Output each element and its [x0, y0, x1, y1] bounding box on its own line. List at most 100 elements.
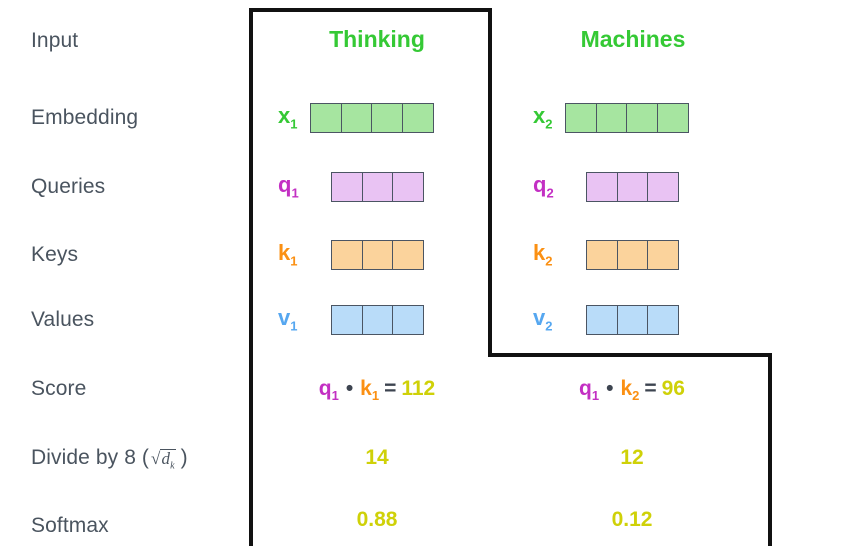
equals-sign: =: [644, 377, 657, 400]
query-group-machines: q2: [533, 170, 679, 204]
query-cell: [392, 172, 424, 202]
value-cell: [647, 305, 679, 335]
embedding-cells-thinking: [310, 103, 434, 133]
embedding-cell: [340, 103, 373, 133]
embedding-cell: [371, 103, 403, 133]
score-k-subscript: 2: [632, 388, 640, 404]
key-group-machines: k2: [533, 238, 679, 272]
embedding-cell: [656, 103, 689, 133]
frame-left-edge: [249, 8, 253, 546]
query-cell: [586, 172, 618, 202]
score-result-value: 96: [661, 377, 685, 400]
softmax-value-machines: 0.12: [611, 508, 653, 531]
score-q-token: q1: [579, 377, 600, 404]
embedding-label-letter: x: [278, 103, 291, 129]
embedding-cell: [310, 103, 342, 133]
dot-product-icon: •: [606, 377, 614, 400]
key-cells-machines: [586, 240, 679, 270]
key-group-thinking: k1: [278, 238, 424, 272]
value-group-thinking: v1: [278, 303, 424, 337]
score-q-letter: q: [318, 377, 332, 400]
query-label-letter: q: [533, 172, 547, 198]
divide-prefix-text: Divide by 8 (: [31, 446, 150, 469]
embedding-cell: [565, 103, 597, 133]
key-cell: [331, 240, 363, 270]
frame-top-edge: [249, 8, 492, 12]
value-label-subscript: 2: [545, 318, 553, 334]
key-label-letter: k: [533, 240, 546, 266]
row-label-softmax: Softmax: [31, 514, 109, 537]
embedding-cells-machines: [565, 103, 689, 133]
key-cell: [616, 240, 649, 270]
value-cell: [586, 305, 618, 335]
embedding-label-x1: x1: [278, 103, 298, 132]
value-label-v1: v1: [278, 305, 298, 334]
row-label-keys: Keys: [31, 243, 79, 266]
row-label-queries: Queries: [31, 175, 106, 198]
radicand-subscript-k: k: [170, 460, 175, 472]
word-header-machines: Machines: [580, 26, 686, 52]
value-label-v2: v2: [533, 305, 553, 334]
value-label-letter: v: [278, 305, 291, 331]
query-label-q2: q2: [533, 172, 554, 201]
value-cell: [392, 305, 424, 335]
embedding-label-subscript: 2: [545, 116, 553, 132]
embedding-label-subscript: 1: [290, 116, 298, 132]
key-cells-thinking: [331, 240, 424, 270]
key-cell: [647, 240, 679, 270]
divided-value-thinking: 14: [365, 446, 389, 469]
row-label-input: Input: [31, 29, 79, 52]
score-k-token: k1: [360, 377, 380, 404]
query-label-subscript: 2: [546, 185, 554, 201]
row-label-divide-by-8: Divide by 8 (√dk): [31, 447, 188, 471]
embedding-group-thinking: x1: [278, 101, 434, 135]
query-cell: [616, 172, 649, 202]
score-expression-thinking: q1•k1=112: [319, 378, 436, 402]
query-label-letter: q: [278, 172, 292, 198]
radical-sign: √: [151, 449, 161, 468]
row-label-embedding: Embedding: [31, 106, 139, 129]
score-k-token: k2: [620, 377, 640, 404]
value-cells-machines: [586, 305, 679, 335]
score-k-letter: k: [360, 377, 372, 400]
sqrt-dk-expression: √dk: [149, 449, 176, 471]
radicand-dk: dk: [160, 449, 176, 472]
key-label-letter: k: [278, 240, 291, 266]
frame-lower-right-edge: [768, 353, 772, 546]
embedding-group-machines: x2: [533, 101, 689, 135]
key-cell: [586, 240, 618, 270]
value-cell: [616, 305, 649, 335]
softmax-value-thinking: 0.88: [356, 508, 398, 531]
query-label-subscript: 1: [291, 185, 299, 201]
radicand-d: d: [161, 449, 171, 468]
value-group-machines: v2: [533, 303, 679, 337]
divide-suffix-text: ): [180, 446, 188, 469]
embedding-label-x2: x2: [533, 105, 553, 132]
row-label-score: Score: [31, 377, 87, 400]
query-cells-thinking: [331, 172, 424, 202]
embedding-cell: [595, 103, 628, 133]
query-cell: [331, 172, 363, 202]
value-cell: [361, 305, 394, 335]
score-k-letter: k: [620, 377, 633, 400]
score-q-subscript: 1: [331, 388, 339, 404]
value-label-subscript: 1: [290, 318, 298, 334]
row-label-values: Values: [31, 308, 95, 331]
key-label-subscript: 2: [545, 253, 553, 269]
equals-sign: =: [384, 377, 397, 400]
score-result-value: 112: [401, 377, 436, 400]
value-label-letter: v: [533, 305, 546, 331]
score-k-subscript: 1: [371, 388, 380, 404]
score-q-subscript: 1: [591, 388, 600, 404]
embedding-cell: [626, 103, 658, 133]
key-label-k2: k2: [533, 240, 553, 269]
value-cells-thinking: [331, 305, 424, 335]
frame-step-edge: [488, 353, 772, 357]
embedding-cell: [401, 103, 434, 133]
score-q-token: q1: [318, 377, 339, 404]
score-expression-machines: q1 • k2=96: [579, 378, 685, 402]
key-label-subscript: 1: [290, 253, 298, 269]
query-cells-machines: [586, 172, 679, 202]
dot-product-icon: •: [345, 377, 354, 400]
